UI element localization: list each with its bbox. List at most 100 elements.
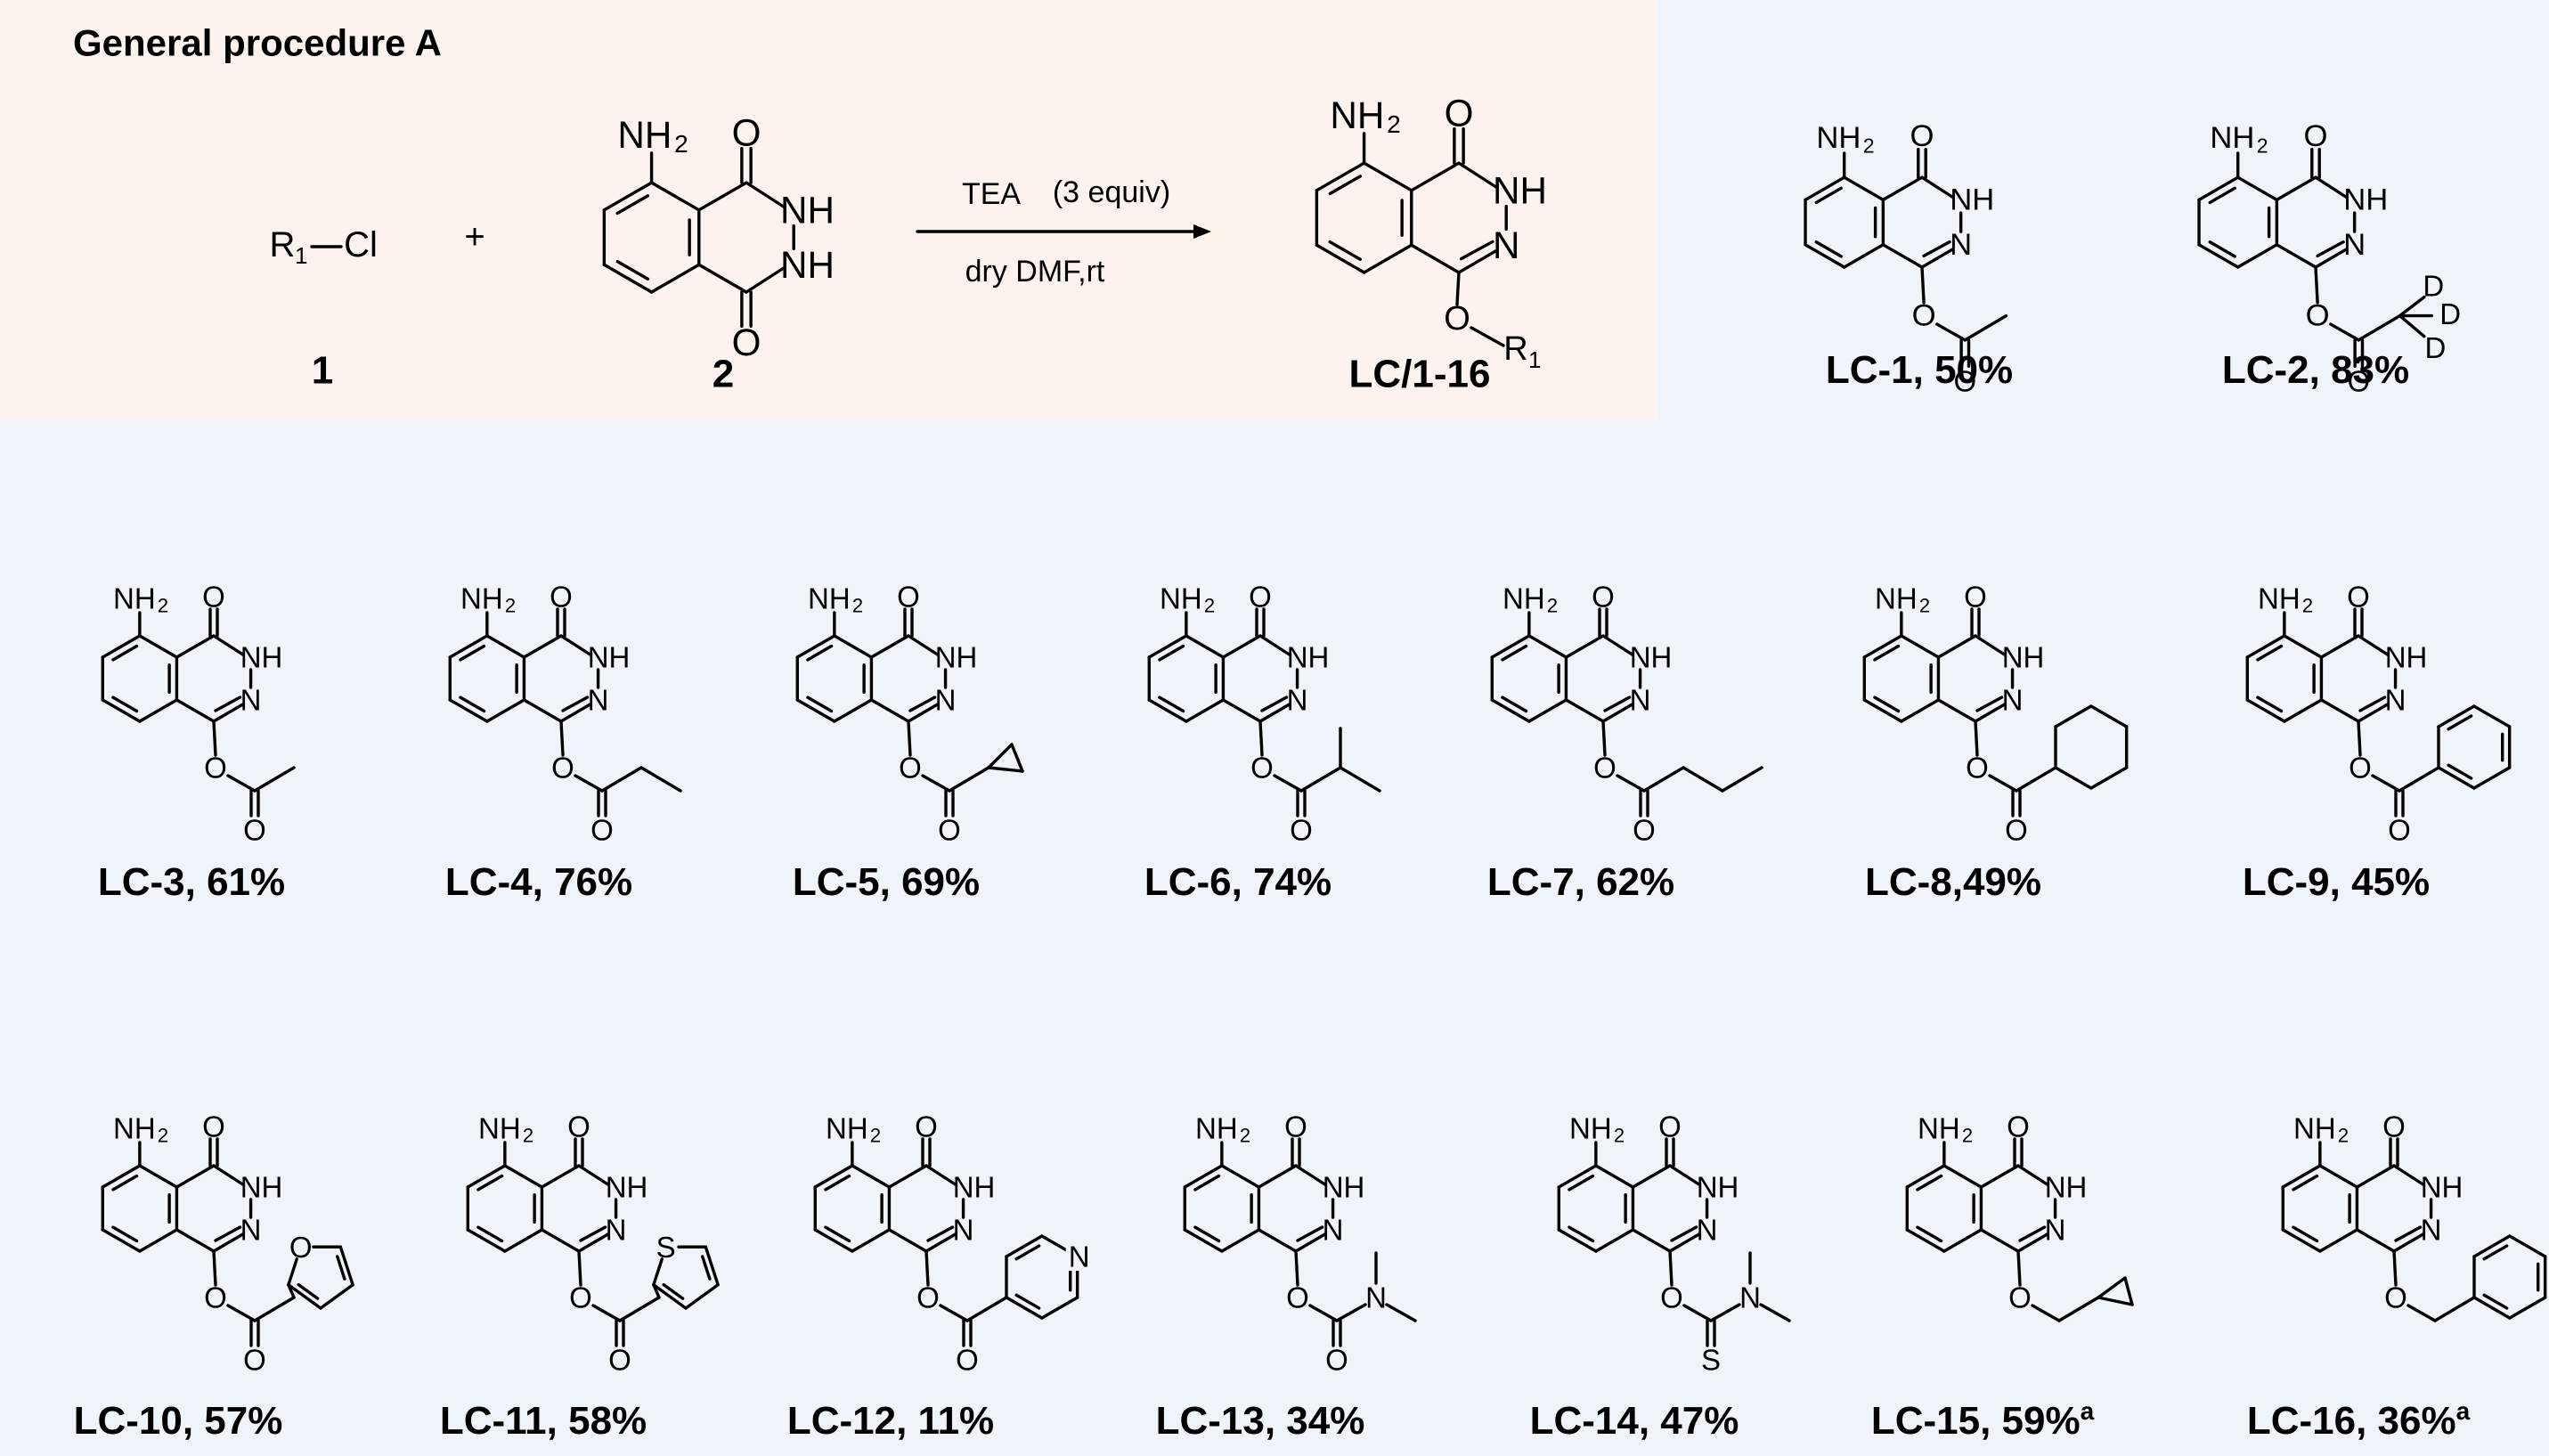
deuterium-label: D [2439,297,2461,330]
compound-label-text: LC-4, 76% [445,860,632,904]
amide-nitrogen-label: N [1365,1281,1387,1314]
nh-label: NH [780,189,835,231]
nh-label: NH [2421,1171,2463,1204]
ring-inner-bond [615,259,650,281]
procedure-title: General procedure A [73,22,442,64]
carbonyl-oxygen-label: O [1633,814,1656,847]
bond [1564,634,1605,659]
bond [1942,1164,1983,1189]
bond [1974,634,2007,656]
bond [2236,243,2279,269]
nh-label: NH [935,641,978,674]
bond [2245,634,2286,659]
bond [813,1164,854,1189]
oxygen-label: O [2007,1110,2030,1143]
ester-oxygen-label: O [2384,1281,2407,1314]
deuterium-label: D [2423,270,2444,303]
bond [2245,698,2286,723]
ring-inner-bond [908,695,937,712]
bond [1594,1164,1635,1189]
bond [1221,634,1262,659]
bond [1905,1228,1946,1253]
bond [2123,1276,2134,1306]
ring-inner-bond [1568,1225,1595,1243]
bond [175,698,216,723]
bond [485,634,526,659]
bond [2016,1232,2049,1253]
condition-solvent: dry DMF,rt [965,255,1105,289]
compound-label-text: LC-13, 34% [1156,1399,1365,1443]
ring-inner-bond [1158,695,1185,713]
amine-label: NH [2210,121,2254,155]
ring-inner-bond [1916,1225,1943,1243]
bond [226,774,257,793]
bond [652,1283,661,1299]
bond [1631,1228,1672,1253]
bond [1490,698,1531,723]
nh-label: NH [2002,641,2045,674]
bond [540,1164,581,1189]
ring-inner-bond [1873,695,1901,713]
nh-label: NH [1493,169,1547,211]
bond [1682,766,1724,793]
compound-label-6: LC-6, 74% [1144,860,1332,904]
ring-inner-bond [2256,695,2284,713]
bond [101,698,142,723]
bond [138,634,179,659]
bond [2283,634,2324,659]
bond [2057,1296,2100,1322]
bond [1557,1228,1598,1253]
bond [559,720,565,757]
bond [2318,1228,2359,1253]
oxygen-label: O [732,321,761,363]
compound-label-text: LC-7, 62% [1487,860,1674,904]
oxygen-label: O [915,1110,938,1143]
ring-bond [287,1283,322,1310]
oxygen-label: O [2347,581,2370,614]
ring-inner-bond [926,1225,955,1242]
deuterium-label: D [2424,331,2446,364]
ring-bond [2472,704,2512,728]
compound-label-1: LC-1, 50% [1826,348,2013,392]
bond [577,1164,610,1186]
bond [1257,1228,1298,1253]
bond [924,1232,957,1253]
bond [2357,703,2390,723]
compound-label-14: LC-14, 47% [1530,1399,1739,1443]
amine-label: NH [1816,121,1861,155]
ring-inner-bond [1916,1174,1943,1192]
bond [1905,1164,1946,1189]
ring-inner-bond [1459,240,1494,261]
amine-subscript: 2 [1614,1125,1625,1147]
bond [1920,265,1926,305]
bond [2357,720,2362,757]
bond [1601,703,1634,723]
footnote-marker: a [2456,1397,2471,1425]
ring-bond [2508,1296,2547,1320]
ring-bond [704,1245,720,1287]
bond [1183,1228,1224,1253]
compound-label-text: LC-2, 83% [2222,348,2409,392]
carbonyl-oxygen-label: O [1290,814,1313,847]
bond [1258,634,1291,656]
bond [2318,1164,2359,1189]
carbonyl-oxygen-label: O [2005,814,2028,847]
nitrogen-label: N [588,684,609,717]
nh-label: NH [1323,1171,1365,1204]
reagent-1-number: 1 [312,349,333,393]
ring-inner-bond [2447,714,2473,731]
amine-subscript: 2 [158,1125,168,1147]
compound-label-text: LC-5, 69% [793,860,980,904]
compound-label-10: LC-10, 57% [74,1399,283,1443]
ring-inner-bond [1922,240,1951,258]
bond [1804,175,1846,202]
reagent-2-number: 2 [713,353,734,396]
bond [138,1164,179,1189]
ring-inner-bond [111,1174,139,1192]
ring-inner-bond [297,1282,320,1300]
bond [1220,1228,1261,1253]
ester-oxygen-label: O [916,1281,940,1314]
